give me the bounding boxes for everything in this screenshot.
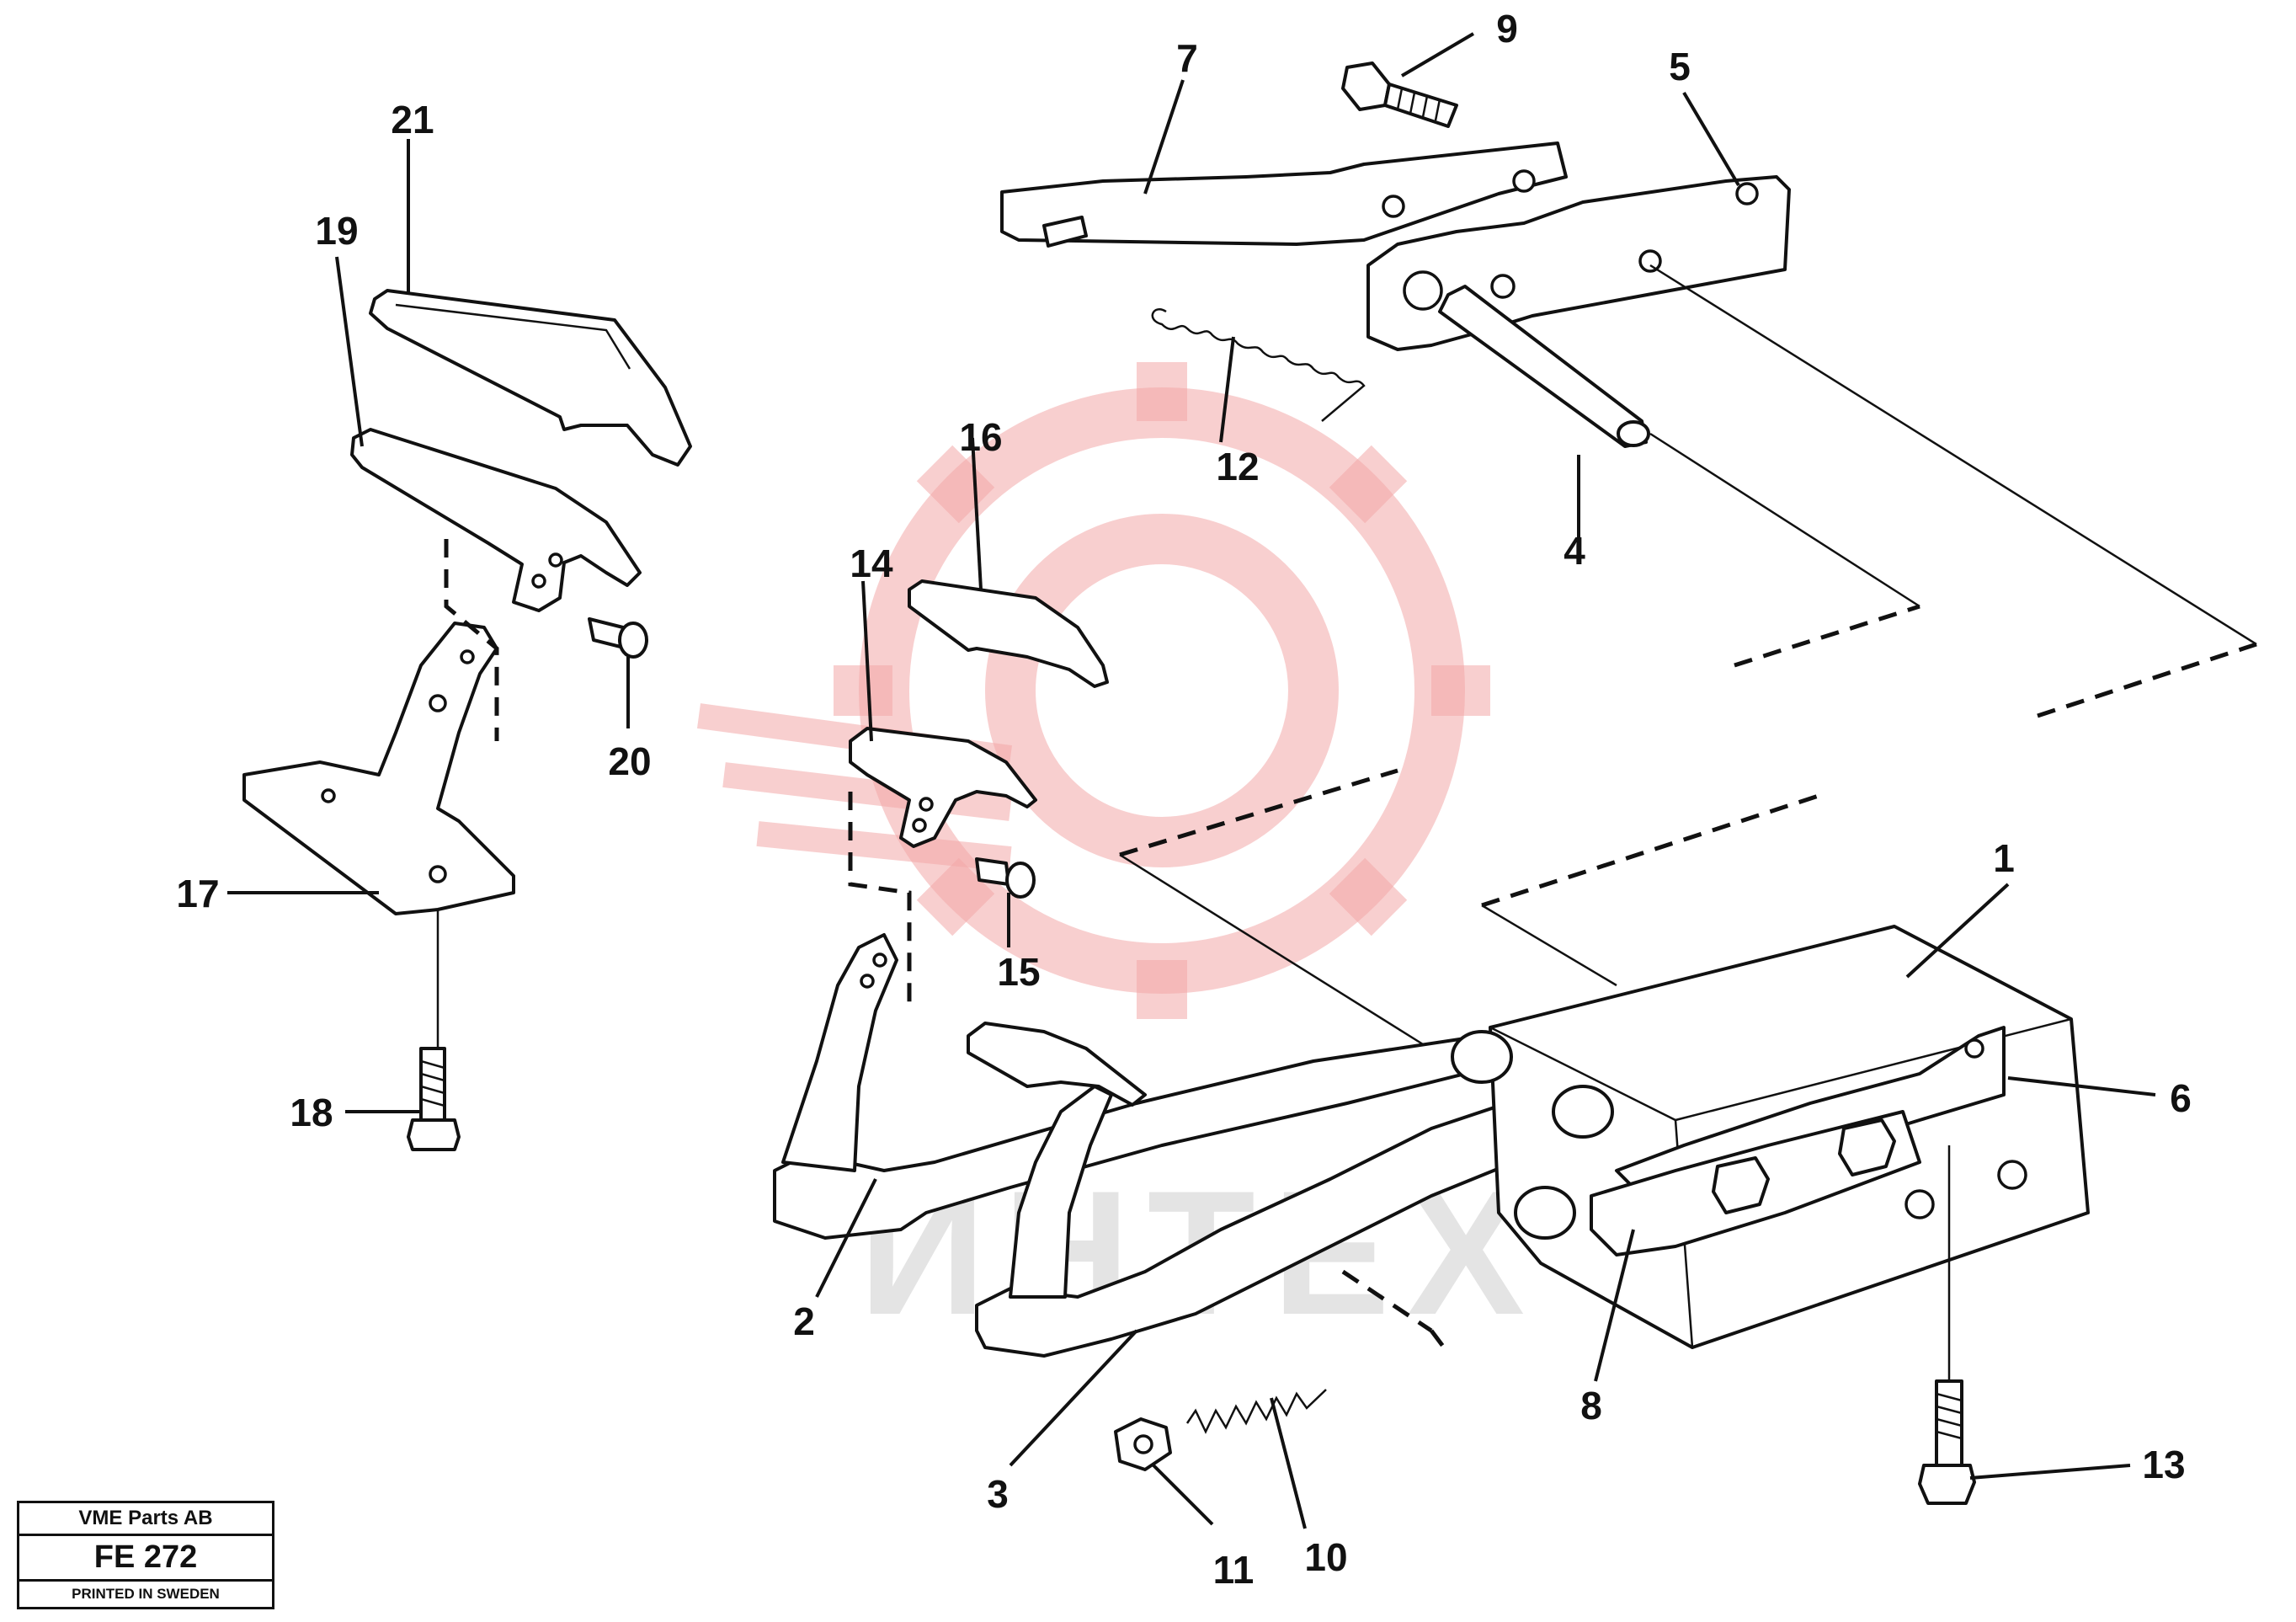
callout-5: 5 [1669, 45, 1691, 88]
callout-17: 17 [176, 872, 219, 915]
company-name: VME Parts AB [19, 1503, 272, 1536]
printed-note: PRINTED IN SWEDEN [72, 1586, 220, 1602]
callout-16: 16 [959, 415, 1002, 459]
callout-11: 11 [1213, 1548, 1255, 1592]
part-10-spring [1185, 1389, 1327, 1434]
figure-code: FE 272 [19, 1536, 272, 1582]
callout-3: 3 [987, 1472, 1009, 1516]
leader-lines [227, 32, 2156, 1529]
callout-13: 13 [2142, 1443, 2185, 1486]
part-13-bolt [1918, 1379, 1976, 1505]
part-21-pedal-pad [369, 289, 692, 467]
callout-2: 2 [793, 1299, 815, 1343]
callout-9: 9 [1496, 7, 1518, 51]
part-7-lever-plate [1000, 141, 1568, 246]
part-11-nut [1114, 1417, 1172, 1471]
part-14-pedal [849, 727, 1037, 848]
part-18-bolt [407, 1047, 461, 1151]
callout-20: 20 [608, 739, 651, 783]
callout-18: 18 [290, 1091, 333, 1134]
part-17-pedal-bracket [242, 622, 515, 915]
part-19-pedal [350, 428, 642, 612]
part-2-pedal-lever [773, 1034, 1500, 1240]
part-9-bolt [1341, 61, 1458, 128]
watermark-gear-logo [696, 362, 1490, 1019]
callout-10: 10 [1304, 1535, 1347, 1579]
callout-14: 14 [850, 542, 893, 585]
callout-8: 8 [1580, 1384, 1602, 1427]
callout-1: 1 [1993, 836, 2015, 880]
part-12-spring [1151, 308, 1366, 422]
title-block: VME Parts AB FE 272 PRINTED IN SWEDEN [17, 1501, 274, 1609]
callout-6: 6 [2170, 1076, 2192, 1120]
part-15-screw [975, 857, 1036, 899]
callout-4: 4 [1564, 529, 1585, 573]
part-20-screw [588, 617, 648, 659]
callout-15: 15 [997, 950, 1040, 994]
callout-7: 7 [1176, 36, 1198, 80]
part-16-pedal-pad [908, 579, 1109, 688]
callout-19: 19 [315, 209, 358, 253]
pedal-pad-lower [967, 1022, 1147, 1107]
callout-12: 12 [1216, 445, 1259, 488]
callout-21: 21 [391, 98, 434, 141]
